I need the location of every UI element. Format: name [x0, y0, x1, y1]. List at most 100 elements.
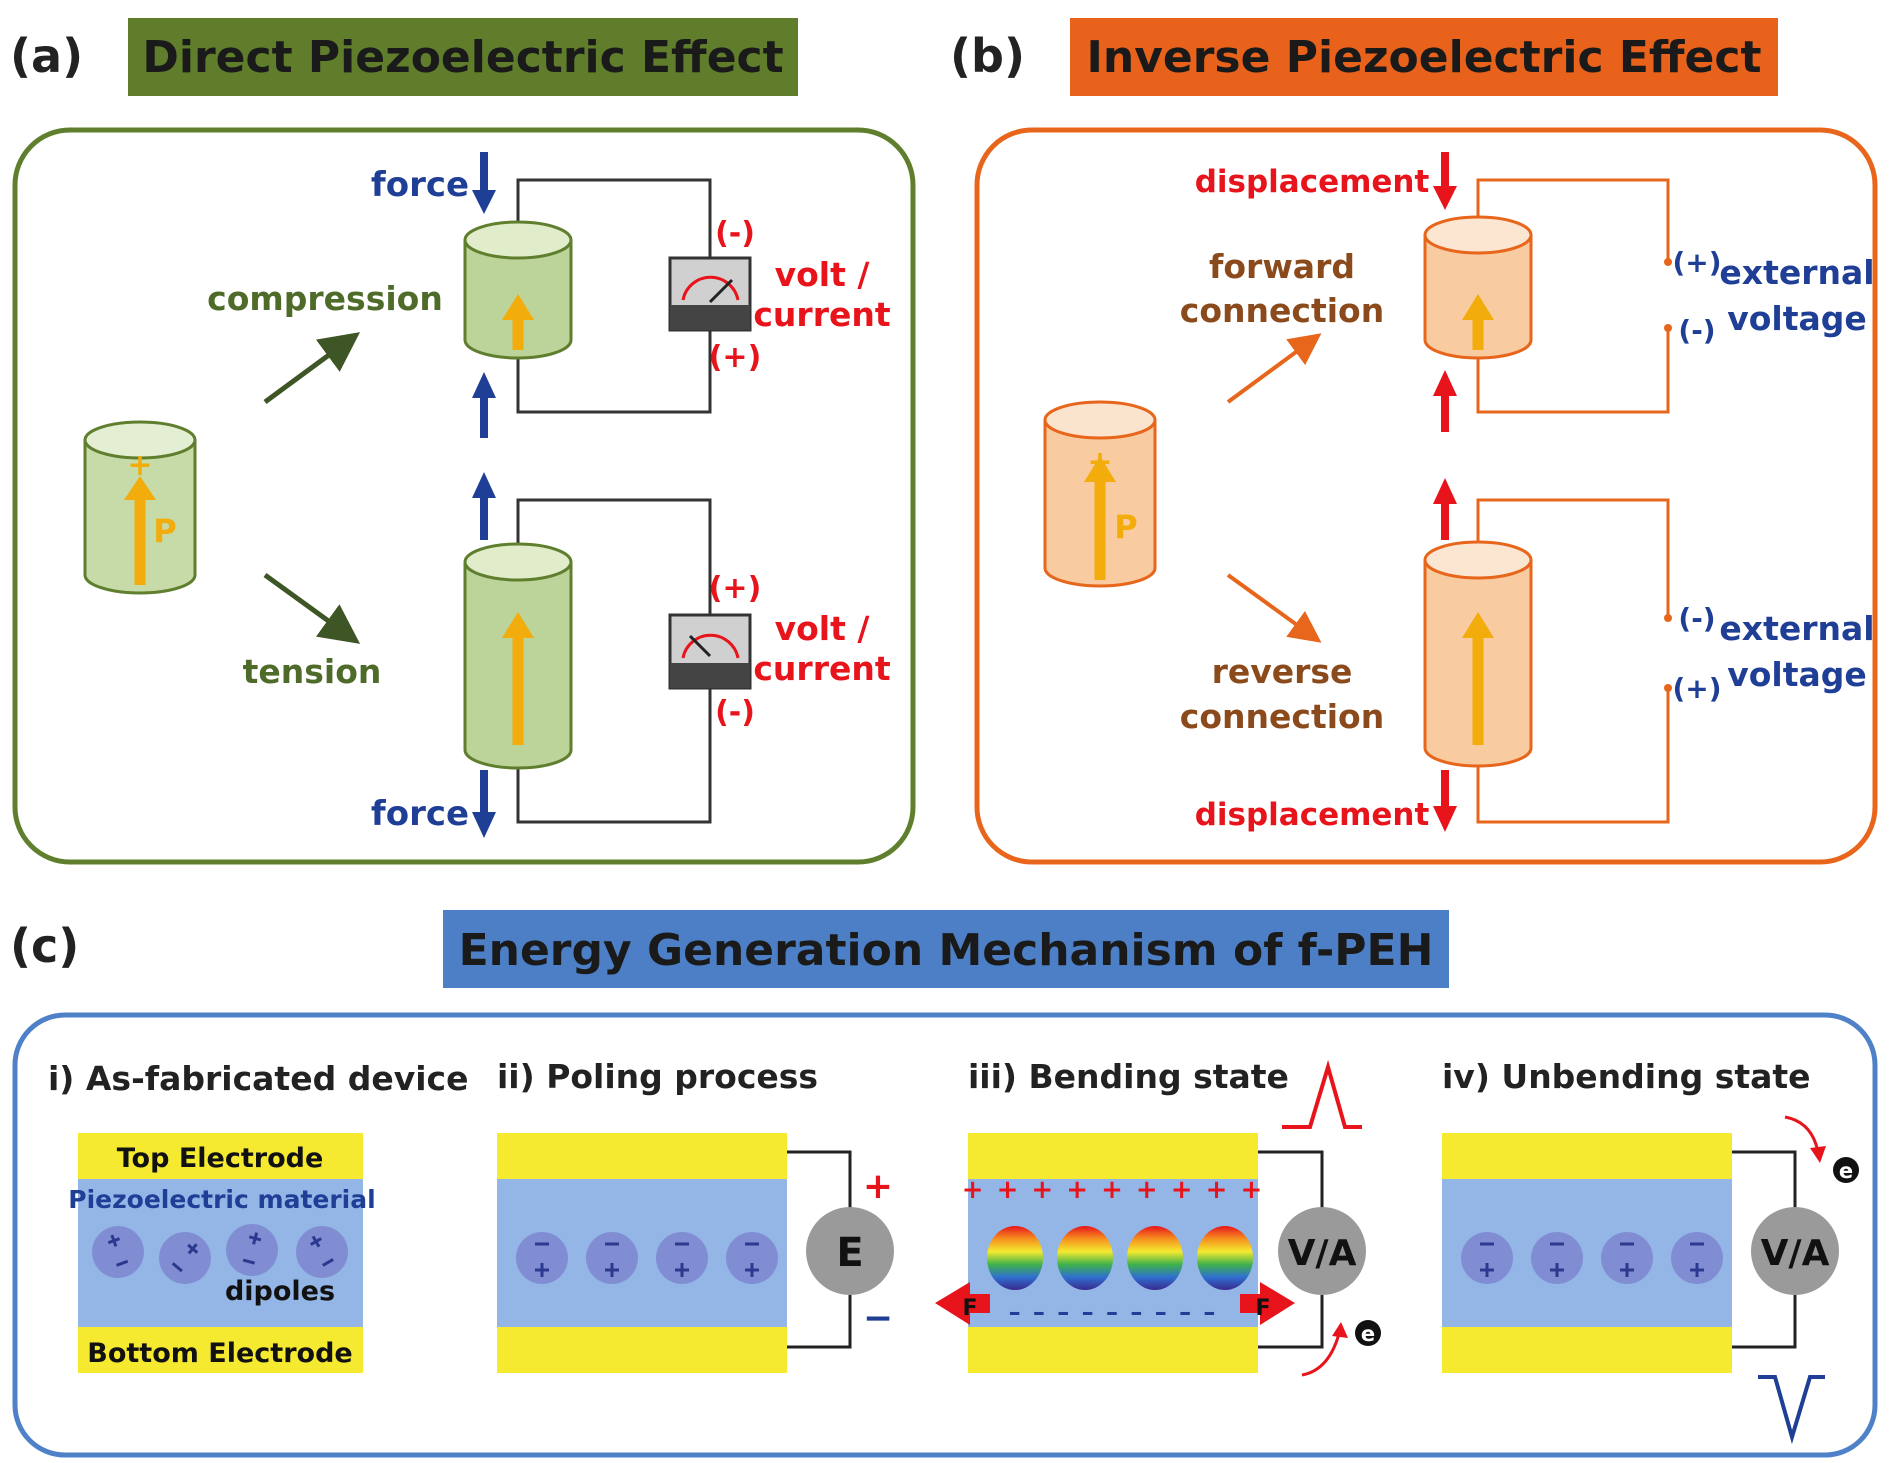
bottom-electrode-label: Bottom Electrode — [87, 1338, 352, 1369]
cyl-plus-a: + — [127, 448, 152, 483]
panel-b-title-bar — [1070, 18, 1778, 96]
panel-b: (b) Inverse Piezoelectric Effect + - P f… — [950, 18, 1878, 865]
sign-top-upper-b: (+) — [1672, 246, 1721, 279]
reverse-label-2: connection — [1180, 697, 1384, 736]
source-e — [806, 1207, 894, 1295]
panel-a-title: Direct Piezoelectric Effect — [142, 32, 783, 83]
arrow-to-compression — [263, 332, 361, 405]
random-dipole-1 — [92, 1226, 144, 1278]
ext-bot-1: external — [1719, 609, 1874, 648]
panel-c: (c) Energy Generation Mechanism of f-PEH… — [10, 910, 1878, 1458]
panel-c-title-bar — [443, 910, 1449, 988]
poled-cylinder-b: + - P — [1043, 400, 1157, 594]
bend-charges-minus: – – – – – – – – – — [1009, 1298, 1218, 1326]
bending-device: V/A + + + + + + + + + – – – – – – – – – … — [935, 1059, 1381, 1377]
top-electrode-label: Top Electrode — [117, 1143, 324, 1174]
strained-dipoles — [987, 1226, 1253, 1290]
step1-label: i) As-fabricated device — [48, 1059, 468, 1098]
force-left-arrow — [935, 1282, 990, 1325]
sign-top-lower-a: (+) — [709, 340, 762, 375]
force-right-arrow — [1240, 1282, 1295, 1325]
step4-label: iv) Unbending state — [1442, 1057, 1811, 1096]
meter-va-1 — [1278, 1207, 1366, 1295]
forward-circuit: displacement (+) (-) external voltage — [1195, 152, 1875, 432]
poled-dipoles — [516, 1232, 778, 1284]
meter-va-1-label: V/A — [1288, 1233, 1357, 1274]
sign-bot-upper-a: (+) — [709, 571, 762, 606]
force-bottom-label: force — [371, 794, 469, 834]
poled-cylinder-a: + - P — [83, 420, 197, 598]
dipole-3 — [1601, 1232, 1653, 1284]
arrow-to-reverse — [1226, 573, 1322, 643]
sign-bot-upper-b: (-) — [1678, 602, 1715, 635]
arrow-to-forward — [1226, 333, 1322, 404]
dipole-1 — [516, 1232, 568, 1284]
forward-label-1: forward — [1209, 247, 1355, 286]
cyl-plus-b: + — [1087, 445, 1112, 480]
panel-a: (a) Direct Piezoelectric Effect + - P co… — [10, 18, 916, 865]
panel-b-tag: (b) — [950, 29, 1025, 83]
random-dipole-2 — [159, 1232, 211, 1284]
rainbow-dipole-4 — [1197, 1226, 1253, 1290]
rainbow-dipole-1 — [987, 1226, 1043, 1290]
cyl-minus-a: - — [134, 563, 146, 598]
random-dipole-3 — [225, 1224, 278, 1276]
unbending-device: V/A e — [1442, 1115, 1859, 1445]
step3-label: iii) Bending state — [968, 1057, 1289, 1096]
panel-a-tag: (a) — [10, 29, 83, 83]
displacement-bottom-label: displacement — [1195, 797, 1430, 833]
panel-a-frame — [12, 127, 916, 865]
poling-plus: + — [863, 1166, 893, 1207]
cyl-p-b: P — [1114, 508, 1137, 546]
panel-c-title: Energy Generation Mechanism of f-PEH — [459, 925, 1434, 976]
dipoles-label: dipoles — [225, 1276, 335, 1307]
electron-2-icon — [1833, 1157, 1859, 1183]
panel-b-title: Inverse Piezoelectric Effect — [1087, 32, 1762, 83]
dipole-3 — [656, 1232, 708, 1284]
electron-1-icon — [1355, 1320, 1381, 1346]
panel-a-title-bar — [128, 18, 798, 96]
displacement-top-label: displacement — [1195, 164, 1430, 200]
electron-1-label: e — [1361, 1322, 1375, 1346]
tension-label: tension — [243, 652, 382, 691]
sign-top-upper-a: (-) — [715, 216, 755, 251]
poling-minus: − — [863, 1298, 893, 1339]
force-top-label: force — [371, 165, 469, 205]
sign-top-lower-b: (-) — [1678, 314, 1715, 347]
ext-top-1: external — [1719, 253, 1874, 292]
cyl-minus-b: - — [1094, 559, 1106, 594]
random-dipoles — [92, 1224, 348, 1284]
dipole-2 — [586, 1232, 638, 1284]
dipole-4 — [726, 1232, 778, 1284]
tension-circuit: force (+) (-) volt / current — [371, 472, 891, 838]
sign-bot-lower-a: (-) — [715, 695, 755, 730]
cyl-p-a: P — [153, 512, 176, 550]
compression-label: compression — [207, 279, 443, 318]
relaxed-dipoles — [1461, 1232, 1723, 1284]
meter-va-2-label: V/A — [1761, 1233, 1830, 1274]
panel-b-frame — [974, 127, 1878, 865]
positive-pulse-icon — [1282, 1059, 1362, 1129]
meter-va-2 — [1751, 1207, 1839, 1295]
panel-c-frame — [12, 1012, 1878, 1458]
electron-2-label: e — [1839, 1159, 1853, 1183]
dipole-2 — [1531, 1232, 1583, 1284]
panel-c-tag: (c) — [10, 919, 79, 973]
arrow-to-tension — [263, 572, 361, 644]
source-e-label: E — [836, 1230, 863, 1276]
volt-bot-2: current — [753, 649, 890, 688]
as-fabricated-device: Top Electrode Piezoelectric material dip… — [68, 1133, 376, 1373]
volt-top-1: volt / — [775, 255, 871, 294]
piezo-material-label: Piezoelectric material — [68, 1185, 375, 1214]
force-left-label: F — [962, 1296, 977, 1321]
volt-top-2: current — [753, 295, 890, 334]
bend-charges-plus: + + + + + + + + + — [962, 1175, 1264, 1205]
sign-bot-lower-b: (+) — [1672, 672, 1721, 705]
forward-label-2: connection — [1180, 291, 1384, 330]
ext-top-2: voltage — [1727, 299, 1867, 338]
rainbow-dipole-2 — [1057, 1226, 1113, 1290]
poling-device: E + − — [497, 1133, 894, 1373]
dipole-1 — [1461, 1232, 1513, 1284]
force-right-label: F — [1255, 1296, 1270, 1321]
